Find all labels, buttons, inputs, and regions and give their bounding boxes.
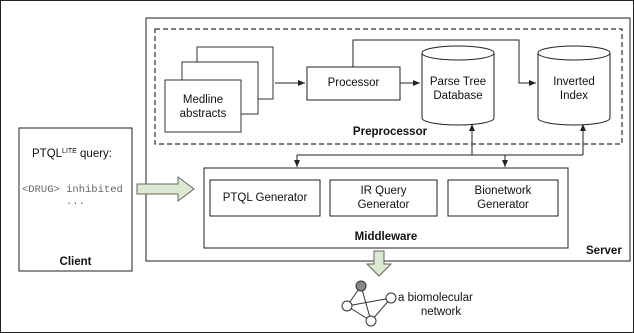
inverted-index-label-line1: Inverted [553,76,595,88]
server-box [145,17,631,262]
network-node-highlight [355,280,367,292]
ir-query-generator-label-line1: IR Query [360,185,407,197]
server-title: Server [586,245,622,257]
ir-query-generator-label-line2: Generator [357,199,410,211]
client-to-middleware-arrow [136,176,195,202]
medline-label-line1: Medline [182,94,224,106]
client-box [18,127,133,272]
biomolecular-network-graph [341,280,397,327]
middleware-box [203,167,569,249]
ptql-generator-box [209,179,321,217]
medline-abstracts-stack [164,46,274,133]
preprocessor-middleware-connectors [294,124,586,167]
client-query-text: <DRUG> inhibited [22,184,123,196]
processor-label: Processor [327,77,380,89]
parse-tree-label-line2: Database [433,90,483,102]
network-label-line1: a biomolecular [398,292,473,304]
processor-to-index-arrow [352,39,536,86]
bionetwork-generator-label-line1: Bionetwork [474,185,532,197]
client-query-label: PTQLLITE query: [32,148,113,160]
preprocessor-title: Preprocessor [352,126,428,138]
server-to-network-arrow [365,250,393,277]
parse-tree-database-cylinder [421,45,495,126]
network-node [365,315,377,327]
inverted-index-label-line2: Index [559,90,589,102]
client-query-ellipsis: ... [66,196,85,208]
network-node [385,292,397,304]
medline-label-line2: abstracts [179,108,227,120]
client-title: Client [59,256,92,268]
preprocessor-box [154,28,623,145]
ir-query-generator-box [329,179,438,217]
processor-box [306,66,401,101]
parse-tree-label-line1: Parse Tree [429,76,487,88]
inverted-index-cylinder [537,45,611,126]
network-node [341,300,353,312]
bionetwork-generator-box [447,179,559,217]
middleware-title: Middleware [354,231,418,243]
network-label-line2: network [420,306,462,318]
bionetwork-generator-label-line2: Generator [477,199,529,211]
ptql-generator-label: PTQL Generator [222,192,308,204]
